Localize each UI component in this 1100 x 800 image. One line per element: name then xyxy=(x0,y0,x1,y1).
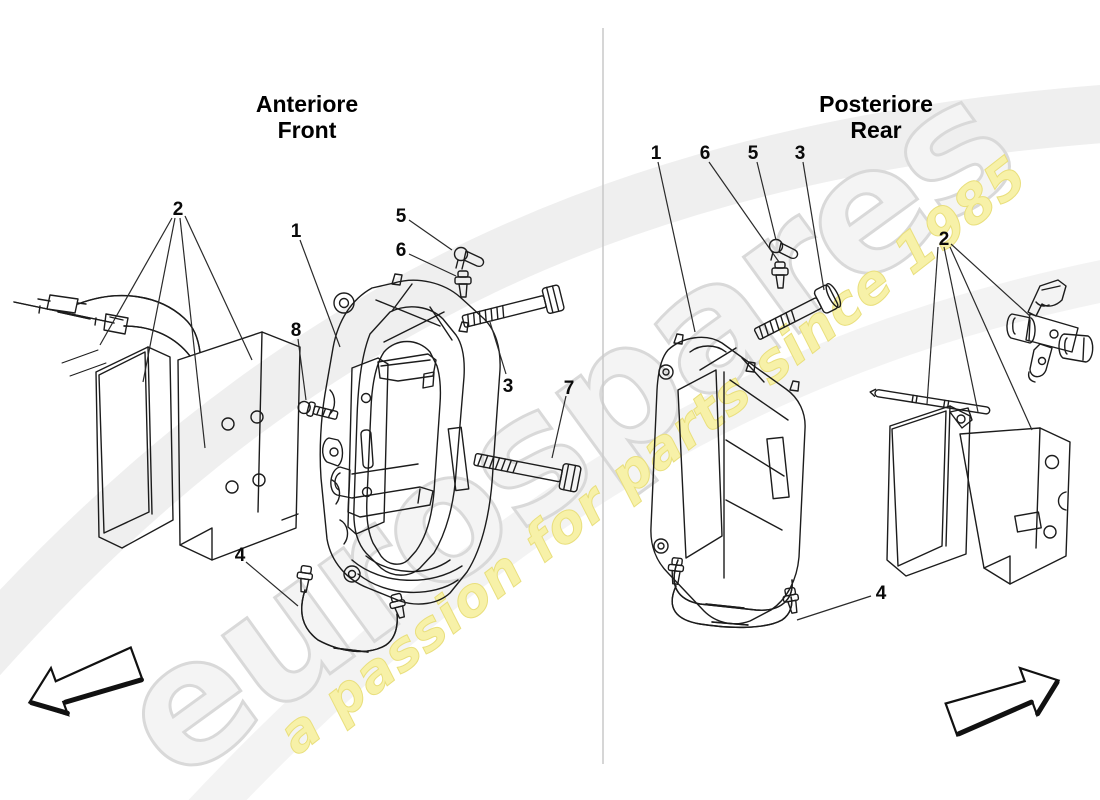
leader-line xyxy=(299,239,341,348)
leader-line xyxy=(179,217,206,449)
callout-rear-3[interactable]: 3 xyxy=(795,143,806,164)
brake-pipe-rear xyxy=(667,557,800,629)
callout-rear-1[interactable]: 1 xyxy=(651,143,662,164)
leader-line xyxy=(949,246,1033,431)
callout-rear-5[interactable]: 5 xyxy=(748,143,759,164)
rear-section-title-english: Rear xyxy=(850,117,901,143)
bleed-nipple-6 xyxy=(454,270,472,298)
brake-pipe-front xyxy=(296,564,406,653)
caliper-bolt-7 xyxy=(473,452,582,493)
nav-arrow-right[interactable] xyxy=(943,657,1067,743)
pad-retaining-pin xyxy=(869,388,991,415)
arrow-shadow xyxy=(1035,679,1060,717)
front-section-title-english: Front xyxy=(278,117,337,143)
front-section-art xyxy=(13,246,582,653)
leader-line xyxy=(99,217,173,346)
pad-bracket-screw-8 xyxy=(297,400,339,420)
leader-line xyxy=(943,246,979,413)
leader-line xyxy=(408,219,453,251)
callout-front-7[interactable]: 7 xyxy=(564,378,575,399)
arrow-shadow xyxy=(62,677,144,705)
arrow-shadow xyxy=(29,700,70,716)
pad-wear-sensor xyxy=(13,294,201,377)
leader-line xyxy=(950,243,1031,317)
leader-line xyxy=(657,161,696,333)
callout-front-3[interactable]: 3 xyxy=(503,376,514,397)
callout-front-8[interactable]: 8 xyxy=(291,320,302,341)
rear-caliper-brand-label xyxy=(766,436,790,500)
front-caliper xyxy=(319,273,501,605)
leader-line xyxy=(489,321,507,375)
watermark-swoosh xyxy=(0,85,1100,676)
leader-line xyxy=(708,161,780,263)
caliper-brand-label xyxy=(447,426,470,492)
callout-front-2[interactable]: 2 xyxy=(173,199,184,220)
watermark: eurospares a passion for parts since 198… xyxy=(0,39,1100,800)
nav-arrow-left[interactable] xyxy=(21,640,145,726)
caliper-bolt-3 xyxy=(461,284,565,328)
rear-pad-spring-clips xyxy=(1006,279,1094,383)
leader-line xyxy=(297,338,307,401)
callout-front-1[interactable]: 1 xyxy=(291,221,302,242)
rear-caliper xyxy=(650,333,806,625)
leader-line xyxy=(926,246,939,405)
arrow-shadow xyxy=(956,699,1034,737)
callout-rear-6[interactable]: 6 xyxy=(700,143,711,164)
front-callouts: 2 1 5 6 8 3 7 4 xyxy=(99,199,575,607)
watermark-swoosh-2 xyxy=(188,260,1100,800)
callout-front-6[interactable]: 6 xyxy=(396,240,407,261)
rear-callouts: 1 6 5 3 2 4 xyxy=(651,143,1033,621)
leader-line xyxy=(245,561,299,607)
leader-line xyxy=(796,595,872,621)
pad-retainer-bracket xyxy=(330,353,437,535)
bleed-screw-cap-5 xyxy=(453,246,485,270)
rear-section-title-italian: Posteriore xyxy=(819,91,933,117)
front-brake-pads xyxy=(95,331,301,561)
leader-line xyxy=(184,215,253,361)
callout-front-4[interactable]: 4 xyxy=(235,545,246,566)
rear-bleed-nipple-6 xyxy=(771,261,789,289)
leader-line xyxy=(142,217,176,383)
callout-rear-2[interactable]: 2 xyxy=(939,229,950,250)
callout-rear-4[interactable]: 4 xyxy=(876,583,887,604)
callout-front-5[interactable]: 5 xyxy=(396,206,407,227)
leader-line xyxy=(551,395,567,459)
leader-line xyxy=(802,161,825,291)
leader-line xyxy=(408,253,457,277)
leader-line xyxy=(756,161,777,241)
rear-section-art xyxy=(650,238,1094,629)
rear-caliper-bolt-3 xyxy=(753,283,842,340)
rear-brake-pads xyxy=(886,405,1071,585)
front-section-title-italian: Anteriore xyxy=(256,91,358,117)
